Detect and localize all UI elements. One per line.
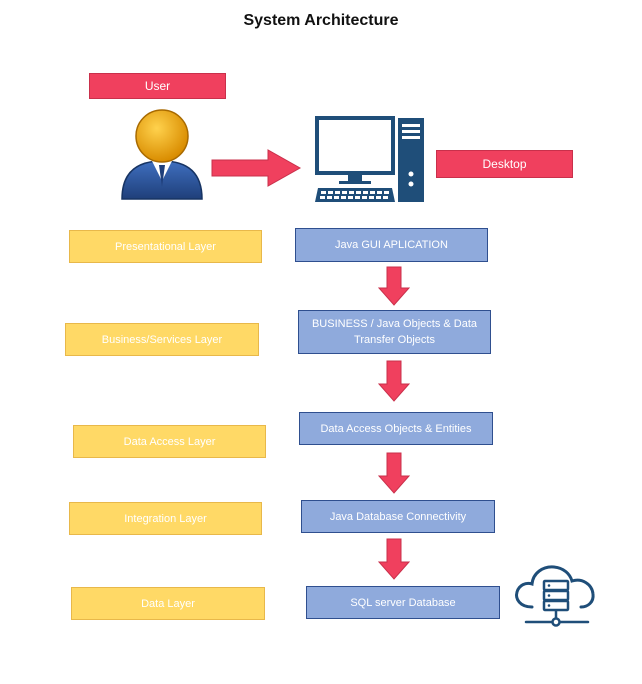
component-data-access-objects: Data Access Objects & Entities [299,412,493,445]
diagram-title: System Architecture [243,12,399,29]
down-arrow-1 [377,266,411,306]
user-icon [121,109,203,200]
desktop-label: Desktop [436,150,573,178]
down-arrow-3 [377,452,411,494]
user-label: User [89,73,226,99]
component-business-objects: BUSINESS / Java Objects & Data Transfer … [298,310,491,354]
down-arrow-4 [377,538,411,580]
layer-business-services: Business/Services Layer [65,323,259,356]
desktop-computer-icon [315,116,424,202]
layer-integration: Integration Layer [69,502,262,535]
layer-data-access: Data Access Layer [73,425,266,458]
component-java-gui-application: Java GUI APLICATION [295,228,488,262]
component-sql-server-database: SQL server Database [306,586,500,619]
component-jdbc: Java Database Connectivity [301,500,495,533]
layer-presentational: Presentational Layer [69,230,262,263]
down-arrow-2 [377,360,411,402]
user-to-desktop-arrow [211,149,302,187]
layer-data: Data Layer [71,587,265,620]
cloud-database-icon [515,565,595,627]
